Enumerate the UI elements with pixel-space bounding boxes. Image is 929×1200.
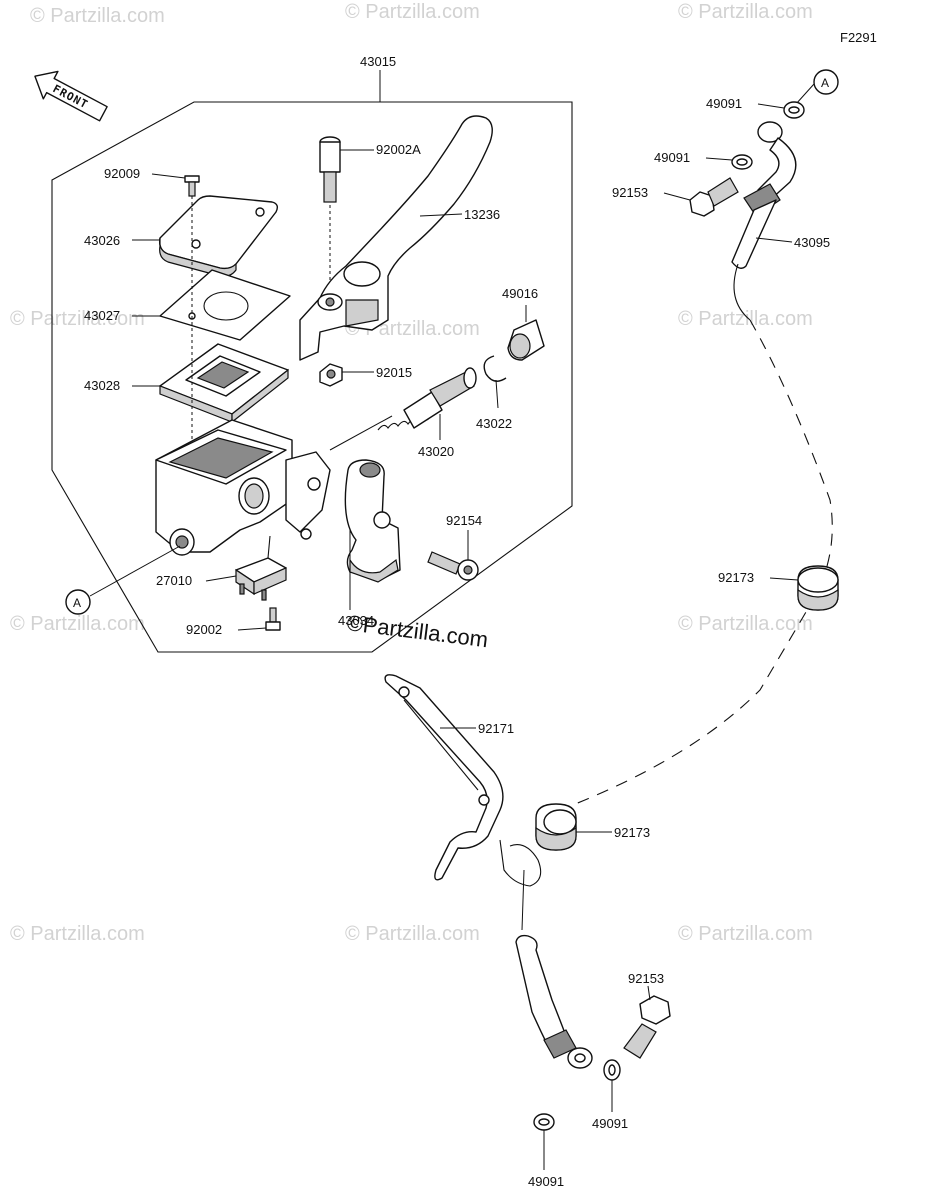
part-label-49091: 49091: [706, 96, 742, 111]
part-label-43034: 43034: [338, 613, 374, 628]
leader-line: [757, 103, 785, 109]
part-label-92009: 92009: [104, 166, 140, 181]
clamp-43034: [344, 459, 401, 583]
reference-marker-label: A: [821, 76, 829, 90]
nut-92015: [319, 363, 343, 387]
part-label-43015: 43015: [360, 54, 396, 69]
part-label-92002: 92002: [186, 622, 222, 637]
part-label-49016: 49016: [502, 286, 538, 301]
leader-line: [205, 575, 237, 582]
watermark: © Partzilla.com: [345, 923, 480, 945]
part-label-92173: 92173: [614, 825, 650, 840]
washer-49091-top: [783, 101, 805, 119]
reservoir-cap-43026: [158, 195, 279, 277]
part-label-92153: 92153: [628, 971, 664, 986]
part-label-43095: 43095: [794, 235, 830, 250]
part-label-92171: 92171: [478, 721, 514, 736]
part-label-92015: 92015: [376, 365, 412, 380]
part-label-92002A: 92002A: [376, 142, 421, 157]
alignment-line: [521, 869, 525, 931]
watermark: © Partzilla.com: [678, 1, 813, 23]
leader-line: [495, 379, 499, 409]
watermark: © Partzilla.com: [10, 923, 145, 945]
watermark: © Partzilla.com: [10, 308, 145, 330]
master-cylinder-body: [155, 419, 331, 556]
circlip-43022: [483, 355, 507, 382]
front-arrow-icon: FRONT: [34, 70, 108, 122]
reference-marker-label: A: [73, 596, 81, 610]
screw-92009: [184, 175, 200, 197]
hose-dashed-path: [559, 319, 833, 811]
hose-line: [733, 263, 751, 321]
watermark: © Partzilla.com: [30, 5, 165, 27]
brake-lever-13236: [299, 115, 493, 361]
brand-watermark: ©Partzilla.com: [345, 610, 489, 652]
part-label-92173: 92173: [718, 570, 754, 585]
leader-line: [795, 83, 815, 105]
part-label-92154: 92154: [446, 513, 482, 528]
washer-49091-second: [731, 154, 753, 170]
watermark: © Partzilla.com: [10, 613, 145, 635]
grommet-92173-bottom: [535, 803, 577, 851]
part-label-43027: 43027: [84, 308, 120, 323]
watermark: © Partzilla.com: [678, 613, 813, 635]
part-label-13236: 13236: [464, 207, 500, 222]
brake-hose-43095-lower-end: [515, 934, 593, 1069]
watermark: © Partzilla.com: [678, 308, 813, 330]
brake-hose-43095-upper-end: [731, 121, 797, 269]
part-label-27010: 27010: [156, 573, 192, 588]
banjo-bolt-92153-bottom: [623, 995, 671, 1059]
piston-kit-43020: [329, 367, 477, 451]
washer-49091-lower-bottom: [533, 1113, 555, 1131]
watermark: © Partzilla.com: [345, 1, 480, 23]
leader-line: [755, 237, 793, 243]
watermark: © Partzilla.com: [678, 923, 813, 945]
part-label-43028: 43028: [84, 378, 120, 393]
bracket-92171: [384, 674, 542, 887]
watermark-layer: © Partzilla.com © Partzilla.com © Partzi…: [10, 1, 813, 945]
diaphragm-43028: [159, 343, 289, 424]
bolt-92154: [427, 551, 479, 581]
part-label-43020: 43020: [418, 444, 454, 459]
boot-49016: [507, 319, 545, 361]
leader-line: [663, 192, 691, 201]
part-label-49091: 49091: [528, 1174, 564, 1189]
banjo-bolt-92153-top: [689, 177, 739, 217]
leader-line: [647, 985, 651, 1001]
reference-marker-a-right: A: [813, 69, 839, 95]
part-label-92153: 92153: [612, 185, 648, 200]
screw-92002: [265, 607, 281, 631]
leader-line: [237, 627, 267, 631]
diaphragm-plate-43027: [159, 269, 291, 341]
brake-switch-27010: [235, 535, 287, 601]
leader-line: [769, 577, 799, 581]
part-label-49091: 49091: [654, 150, 690, 165]
part-label-49091: 49091: [592, 1116, 628, 1131]
pivot-bolt-92002A: [319, 136, 341, 203]
grommet-92173-right: [797, 565, 839, 611]
leader-line: [419, 213, 463, 217]
figure-code: F2291: [840, 30, 877, 45]
part-label-43022: 43022: [476, 416, 512, 431]
leader-line: [151, 173, 186, 179]
leader-line: [89, 545, 181, 597]
washer-49091-lower-right: [603, 1059, 621, 1081]
part-label-43026: 43026: [84, 233, 120, 248]
leader-line: [705, 157, 733, 161]
reference-marker-a-left: A: [65, 589, 91, 615]
